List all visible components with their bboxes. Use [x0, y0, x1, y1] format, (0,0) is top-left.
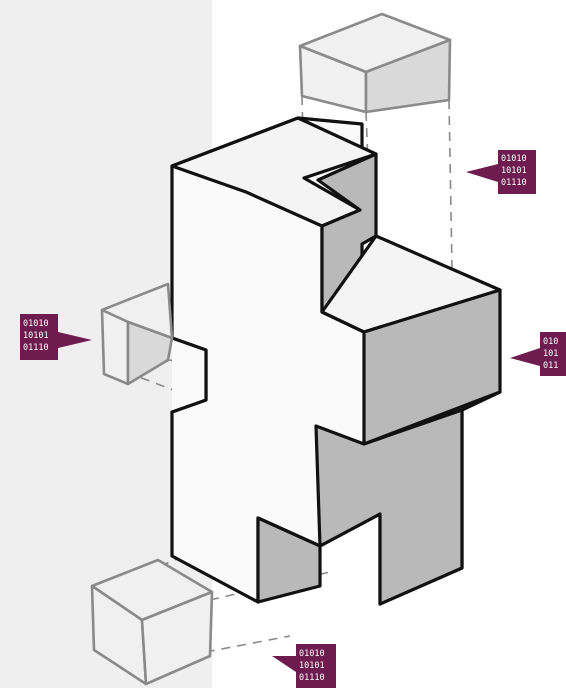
- tag-line: 01110: [501, 178, 527, 188]
- data-tag-right-edge: 010 101 011: [510, 332, 566, 376]
- tag-line: 010: [543, 337, 558, 347]
- ghost-cube-left: [100, 282, 174, 386]
- tag-line: 01110: [23, 343, 49, 353]
- tag-line: 01110: [299, 673, 325, 683]
- tag-line: 10101: [23, 331, 49, 341]
- block-right-front-face: [362, 288, 502, 446]
- block-top-face: [170, 116, 378, 228]
- block-left-notch: [170, 336, 208, 414]
- tag-line: 01010: [299, 649, 325, 659]
- data-tag-top-right: 01010 10101 01110: [466, 150, 536, 194]
- block-bottom-notch-shadow: [256, 516, 322, 604]
- tag-line: 01010: [23, 319, 49, 329]
- central-block: [170, 116, 502, 606]
- ghost-cube-top: [298, 12, 452, 114]
- tag-line: 101: [543, 349, 558, 359]
- ghost-cube-bottom: [90, 558, 214, 686]
- tag-line: 10101: [501, 166, 527, 176]
- data-tag-left: 01010 10101 01110: [20, 314, 92, 360]
- tag-line: 10101: [299, 661, 325, 671]
- block-lower-shadow: [314, 408, 464, 606]
- tag-line: 01010: [501, 154, 527, 164]
- data-tag-bottom: 01010 10101 01110: [272, 644, 336, 688]
- tag-line: 011: [543, 361, 558, 371]
